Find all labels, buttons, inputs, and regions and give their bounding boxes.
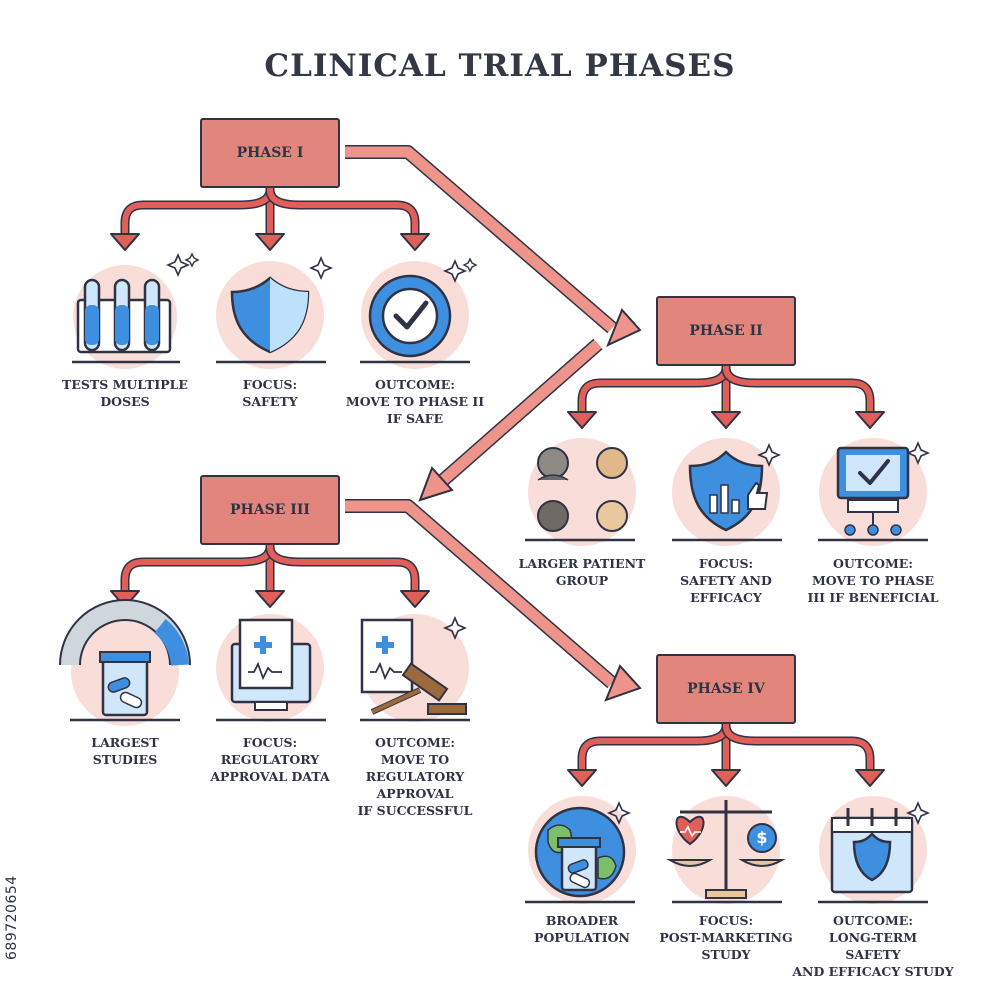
stock-id-watermark: 689720654 xyxy=(4,875,20,960)
phase-4-arrowhead-1 xyxy=(567,769,597,787)
document-gavel-icon xyxy=(360,614,470,722)
phase-1-arrowhead-3 xyxy=(400,233,430,251)
monitor-check-icon xyxy=(818,438,931,546)
scale-heart-dollar-icon: $ xyxy=(666,796,786,904)
phase-1-arrowhead-2 xyxy=(255,233,285,251)
svg-text:$: $ xyxy=(756,828,767,847)
phase-2-box: PHASE II xyxy=(656,296,796,366)
phase-1-box: PHASE I xyxy=(200,118,340,188)
phase-2-arrowhead-2 xyxy=(711,411,741,429)
phase-4-box: PHASE IV xyxy=(656,654,796,724)
globe-pill-jar-icon xyxy=(525,796,636,904)
patient-group-icon xyxy=(525,438,636,546)
phase-2-arrowhead-1 xyxy=(567,411,597,429)
computer-document-icon xyxy=(216,614,326,722)
phase-3-arrowhead-2 xyxy=(255,590,285,608)
page-title: CLINICAL TRIAL PHASES xyxy=(264,48,736,84)
gauge-pill-jar-icon xyxy=(59,599,191,726)
checkmark-target-icon xyxy=(360,257,478,369)
calendar-shield-icon xyxy=(818,796,931,904)
test-tubes-icon xyxy=(72,252,200,369)
phase-1-arrowhead-1 xyxy=(110,233,140,251)
shield-icon xyxy=(216,255,334,369)
phase-3-arrowhead-3 xyxy=(400,590,430,608)
phase-3-box: PHASE III xyxy=(200,475,340,545)
phase-1-item-2-caption: FOCUS:SAFETY xyxy=(242,377,298,409)
phase-4-arrowhead-3 xyxy=(855,769,885,787)
phase-2-arrowhead-3 xyxy=(855,411,885,429)
shield-chart-thumbsup-icon xyxy=(672,438,782,546)
phase-4-arrowhead-2 xyxy=(711,769,741,787)
